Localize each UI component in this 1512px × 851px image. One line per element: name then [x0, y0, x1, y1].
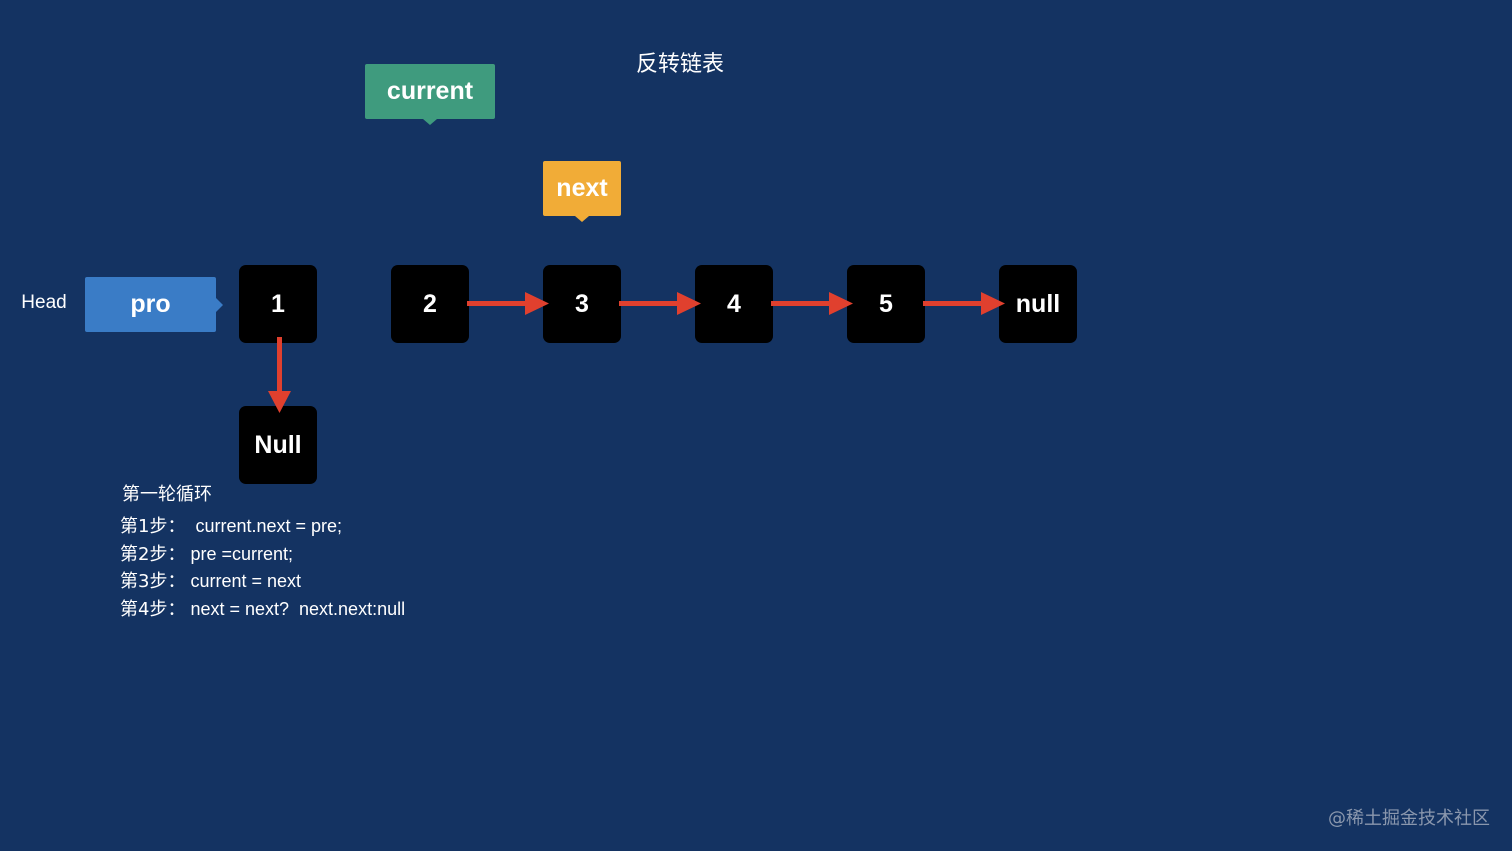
step-label: 第3步：	[120, 571, 186, 592]
step-label: 第4步：	[120, 598, 186, 620]
arrow-node4-to-node5	[771, 292, 853, 315]
diagram-title: 反转链表	[635, 52, 724, 77]
list-node-2: 2	[391, 265, 469, 343]
step-label: 第1步：	[120, 516, 186, 537]
step-list: 第1步： current.next = pre; 第2步： pre =curre…	[120, 513, 405, 623]
step-code: pre =current;	[185, 543, 294, 564]
step-row-2: 第2步： pre =current;	[120, 541, 405, 569]
list-node-1: 1	[239, 265, 317, 343]
loop-caption: 第一轮循环	[122, 484, 212, 505]
arrow-node2-to-node3	[467, 292, 549, 315]
step-label: 第2步：	[120, 543, 186, 565]
null-node: Null	[239, 406, 317, 484]
arrow-node5-to-null	[923, 292, 1005, 315]
head-label: Head	[21, 292, 67, 313]
step-row-1: 第1步： current.next = pre;	[120, 513, 405, 541]
current-pointer-label: current	[365, 64, 495, 125]
watermark: @稀土掘金技术社区	[1328, 808, 1490, 829]
arrow-node1-to-null	[268, 337, 291, 413]
pro-pointer-label: pro	[85, 277, 223, 332]
step-code: current = next	[185, 571, 302, 591]
list-node-null: null	[999, 265, 1077, 343]
list-node-4: 4	[695, 265, 773, 343]
step-row-4: 第4步： next = next? next.next:null	[120, 596, 405, 624]
next-pointer-label: next	[543, 161, 621, 222]
list-node-5: 5	[847, 265, 925, 343]
step-code: next = next? next.next:null	[185, 598, 406, 619]
step-row-3: 第3步： current = next	[120, 568, 405, 596]
step-code: current.next = pre;	[185, 516, 343, 536]
arrow-node3-to-node4	[619, 292, 701, 315]
list-node-3: 3	[543, 265, 621, 343]
